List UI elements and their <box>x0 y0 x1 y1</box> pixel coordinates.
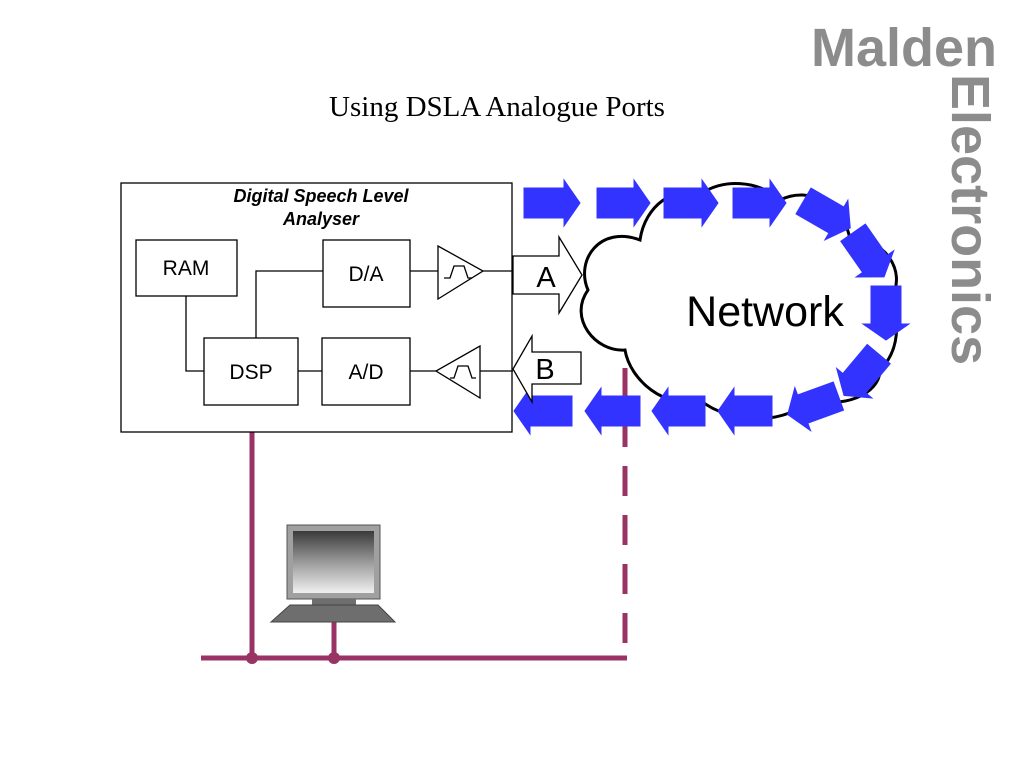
logo-line1: Malden <box>811 18 997 78</box>
flow-arrow-3 <box>663 178 719 228</box>
ram-block <box>135 239 238 297</box>
port-a: A <box>512 234 583 316</box>
logo-line2: Electronics <box>940 74 1000 365</box>
digital-speech-level-analyser: Digital Speech Level Analyser RAM DSP D/… <box>120 182 513 433</box>
dac-label: D/A <box>348 263 383 286</box>
dsp-block <box>203 337 299 406</box>
dsp-label: DSP <box>229 361 272 384</box>
flow-arrow-5 <box>795 187 851 242</box>
port-b-label: B <box>535 354 554 386</box>
network-label: Network <box>686 288 844 336</box>
flow-arrow-10 <box>717 386 773 436</box>
dac-block <box>322 239 411 308</box>
network-bus <box>201 368 628 664</box>
signal-flow-arrows <box>513 178 911 436</box>
adc-block <box>321 337 411 406</box>
ram-dsp-wire <box>185 296 204 372</box>
flow-arrow-2 <box>596 178 651 228</box>
network-cloud: Network <box>579 182 899 420</box>
bandpass-filter-icon <box>434 344 481 400</box>
flow-arrow-6 <box>840 223 895 278</box>
flow-arrow-12 <box>584 386 641 436</box>
dsp-dac-wire <box>255 270 323 338</box>
flow-arrow-13 <box>513 386 573 436</box>
slide-title: Using DSLA Analogue Ports <box>329 91 665 123</box>
bus-junction-analyser <box>246 652 258 664</box>
bandpass-filter-icon <box>437 244 485 301</box>
adc-label: A/D <box>348 361 383 384</box>
port-a-label: A <box>536 262 556 294</box>
analyser-title-line1: Digital Speech Level <box>233 186 409 206</box>
analyser-title-line2: Analyser <box>282 209 360 229</box>
flow-arrow-9 <box>787 381 845 433</box>
flow-arrow-8 <box>835 343 891 399</box>
flow-arrow-1 <box>523 178 581 228</box>
ram-label: RAM <box>163 257 210 280</box>
bus-junction-computer <box>328 652 340 664</box>
desktop-computer-icon <box>269 524 397 623</box>
flow-arrow-7 <box>861 285 911 341</box>
flow-arrow-11 <box>651 386 706 436</box>
port-b: B <box>512 333 582 405</box>
malden-electronics-logo: Malden Electronics <box>811 18 1000 365</box>
flow-arrow-4 <box>732 178 787 228</box>
